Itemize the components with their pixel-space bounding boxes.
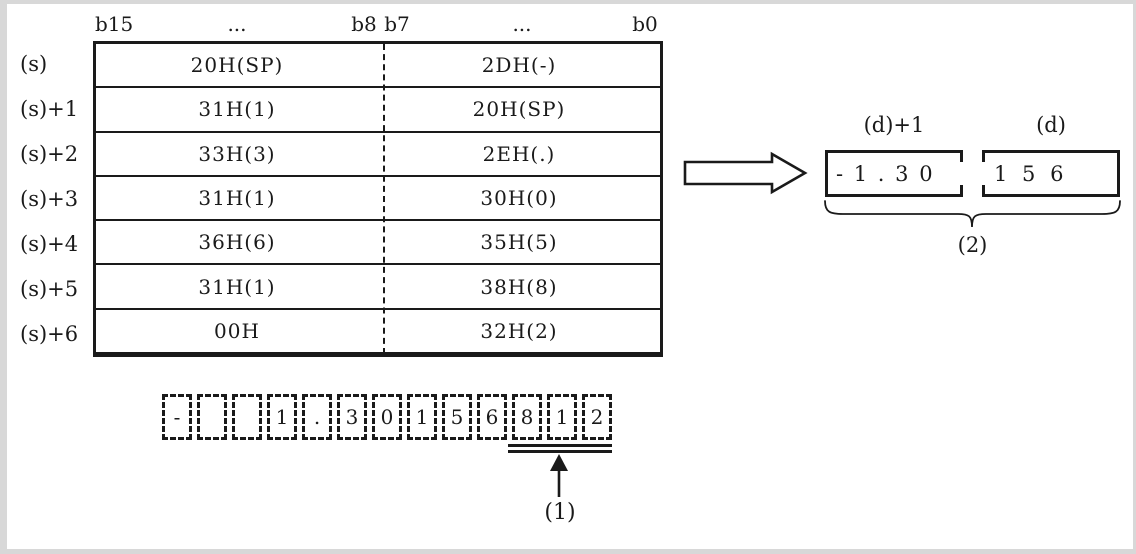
low-byte-cell: 38H(8) bbox=[480, 274, 558, 299]
char-box: 2 bbox=[582, 394, 612, 440]
bit-label-b0: b0 bbox=[632, 12, 658, 36]
bit-label-dots-left: ... bbox=[227, 12, 247, 36]
char-string-row: - 1 . 3 0 1 5 6 8 1 2 bbox=[162, 394, 612, 440]
char-box: 8 bbox=[512, 394, 542, 440]
char-box: 1 bbox=[407, 394, 437, 440]
char-box: 6 bbox=[477, 394, 507, 440]
high-byte-cell: 00H bbox=[214, 318, 260, 343]
char-box bbox=[232, 394, 262, 440]
bit-label-b7: b7 bbox=[384, 12, 410, 36]
group-label: (2) bbox=[957, 233, 988, 257]
dest-label: (d) bbox=[1036, 113, 1066, 137]
dest-value: 1 5 6 bbox=[994, 161, 1068, 186]
byte-boundary-dashed-line bbox=[383, 44, 385, 354]
dest-plus1-value: - 1 . 3 0 bbox=[836, 161, 935, 186]
high-byte-cell: 33H(3) bbox=[198, 141, 276, 166]
ascii-memory-table: 20H(SP) 2DH(-) 31H(1) 20H(SP) 33H(3) 2EH… bbox=[93, 41, 663, 357]
dest-plus1-value-box: - 1 . 3 0 bbox=[825, 150, 963, 197]
low-byte-cell: 2DH(-) bbox=[481, 53, 557, 78]
word-address-s4: (s)+4 bbox=[20, 232, 79, 257]
table-row: 31H(1) 20H(SP) bbox=[96, 88, 660, 133]
conversion-arrow-shape bbox=[683, 151, 808, 195]
word-address-column: (s) (s)+1 (s)+2 (s)+3 (s)+4 (s)+5 (s)+6 bbox=[20, 41, 92, 357]
dest-plus1-label: (d)+1 bbox=[863, 113, 925, 137]
char-box: - bbox=[162, 394, 192, 440]
low-byte-cell: 32H(2) bbox=[480, 318, 558, 343]
table-row: 20H(SP) 2DH(-) bbox=[96, 44, 660, 89]
word-address-s5: (s)+5 bbox=[20, 277, 79, 302]
high-byte-cell: 31H(1) bbox=[198, 274, 276, 299]
high-byte-cell: 31H(1) bbox=[198, 185, 276, 210]
word-address-s3: (s)+3 bbox=[20, 186, 79, 211]
char-box: 1 bbox=[267, 394, 297, 440]
table-row: 00H 32H(2) bbox=[96, 310, 660, 354]
table-row: 36H(6) 35H(5) bbox=[96, 221, 660, 266]
low-byte-cell: 20H(SP) bbox=[472, 97, 566, 122]
low-byte-cell: 30H(0) bbox=[480, 185, 558, 210]
char-box: . bbox=[302, 394, 332, 440]
char-box bbox=[197, 394, 227, 440]
bit-label-dots-right: ... bbox=[512, 12, 532, 36]
rounded-digits-double-underline bbox=[508, 444, 612, 453]
word-address-s0: (s) bbox=[20, 51, 48, 76]
low-byte-cell: 35H(5) bbox=[480, 230, 558, 255]
conversion-arrow-icon bbox=[683, 151, 808, 195]
table-row: 31H(1) 38H(8) bbox=[96, 265, 660, 310]
group-brace-icon bbox=[824, 200, 1121, 228]
high-byte-cell: 36H(6) bbox=[198, 230, 276, 255]
bit-label-b8: b8 bbox=[351, 12, 377, 36]
char-box: 3 bbox=[337, 394, 367, 440]
table-row: 31H(1) 30H(0) bbox=[96, 177, 660, 222]
word-address-s2: (s)+2 bbox=[20, 141, 79, 166]
word-address-s6: (s)+6 bbox=[20, 322, 79, 347]
group-brace-path bbox=[824, 200, 1121, 228]
pointer-up-arrow-icon bbox=[550, 454, 568, 497]
bit-label-b15: b15 bbox=[95, 12, 134, 36]
char-box: 5 bbox=[442, 394, 472, 440]
char-box: 1 bbox=[547, 394, 577, 440]
char-box: 0 bbox=[372, 394, 402, 440]
table-row: 33H(3) 2EH(.) bbox=[96, 133, 660, 177]
high-byte-cell: 20H(SP) bbox=[190, 53, 284, 78]
pointer-label: (1) bbox=[544, 500, 576, 525]
high-byte-cell: 31H(1) bbox=[198, 97, 276, 122]
word-address-s1: (s)+1 bbox=[20, 96, 79, 121]
pointer-arrowhead bbox=[550, 454, 568, 471]
low-byte-cell: 2EH(.) bbox=[482, 141, 556, 166]
dest-value-box: 1 5 6 bbox=[982, 150, 1120, 197]
